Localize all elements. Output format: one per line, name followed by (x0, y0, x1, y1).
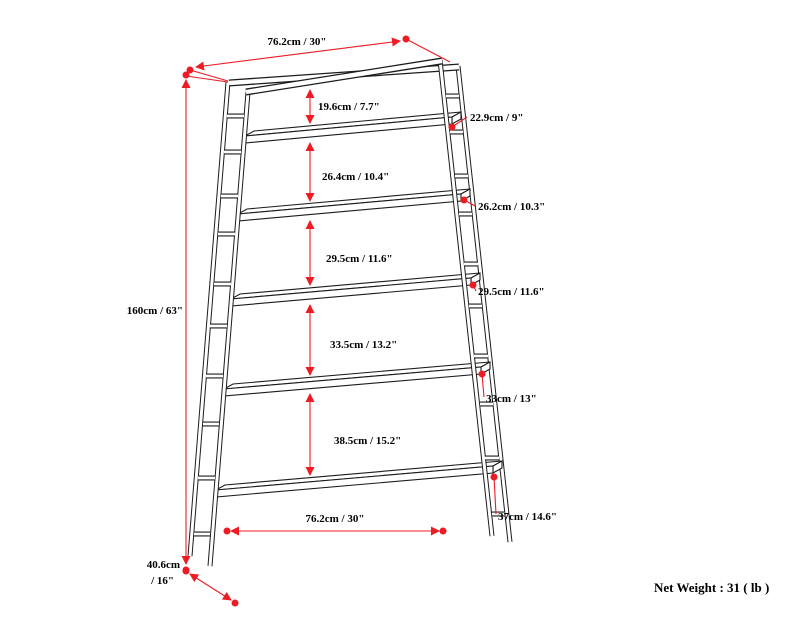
shelf-2 (237, 188, 471, 222)
dim-base-depth: 40.6cm / 16" (147, 559, 239, 607)
dim-height-label: 160cm / 63" (127, 305, 183, 317)
dim-shelf-gap-1: 19.6cm / 7.7" (305, 89, 380, 124)
dim-gap-3-label: 29.5cm / 11.6" (326, 253, 393, 265)
dim-depth-3-label: 29.5cm / 11.6" (478, 286, 545, 298)
dim-depth-2-label: 26.2cm / 10.3" (478, 201, 545, 213)
left-ladder-back-rail (187, 81, 231, 557)
dim-shelf-gap-5: 38.5cm / 15.2" (305, 393, 401, 476)
left-ladder-front-rail (207, 91, 251, 567)
dim-shelf-depth-3: 29.5cm / 11.6" (469, 281, 545, 298)
right-ladder-rungs (446, 93, 505, 517)
dim-shelf-depth-4: 33cm / 13" (478, 370, 537, 405)
dim-depth-1-label: 22.9cm / 9" (470, 112, 523, 124)
dim-shelf-gap-2: 26.4cm / 10.4" (305, 142, 389, 202)
shelf-1 (244, 111, 462, 144)
shelf-3 (230, 272, 481, 307)
dim-shelf-depth-1: 22.9cm / 9" (448, 112, 523, 131)
dim-top-width-label: 76.2cm / 30" (268, 36, 327, 48)
right-ladder-front-rail (437, 59, 495, 537)
shelf-unit-structure (187, 57, 513, 567)
dim-depth-5-label: 37cm / 14.6" (498, 511, 557, 523)
dimension-overlay: 76.2cm / 30" 160cm / 63" 19.6cm / 7.7" 2… (127, 35, 769, 607)
dim-shelf-depth-2: 26.2cm / 10.3" (460, 196, 545, 213)
dim-gap-1-label: 19.6cm / 7.7" (318, 101, 380, 113)
dim-shelf-gap-4: 33.5cm / 13.2" (305, 304, 397, 376)
dim-bottom-width: 76.2cm / 30" (223, 513, 447, 536)
left-ladder-rungs (194, 113, 244, 537)
dim-base-depth-label-line2: / 16" (150, 575, 174, 587)
shelf-4 (223, 361, 491, 397)
dim-gap-5-label: 38.5cm / 15.2" (334, 435, 401, 447)
dim-overall-height: 160cm / 63" (127, 71, 191, 574)
dim-base-depth-label-line1: 40.6cm (147, 559, 180, 571)
top-front-crossbar (245, 57, 443, 96)
dim-shelf-gap-3: 29.5cm / 11.6" (305, 220, 393, 286)
shelf-5 (215, 460, 503, 498)
dim-bottom-width-label: 76.2cm / 30" (306, 513, 365, 525)
dim-shelf-depth-5: 37cm / 14.6" (490, 473, 557, 523)
dim-gap-2-label: 26.4cm / 10.4" (322, 171, 389, 183)
dim-top-width: 76.2cm / 30" (185, 35, 451, 83)
net-weight-label: Net Weight : 31 ( lb ) (654, 580, 769, 595)
dim-depth-4-label: 33cm / 13" (486, 393, 537, 405)
dim-gap-4-label: 33.5cm / 13.2" (330, 339, 397, 351)
